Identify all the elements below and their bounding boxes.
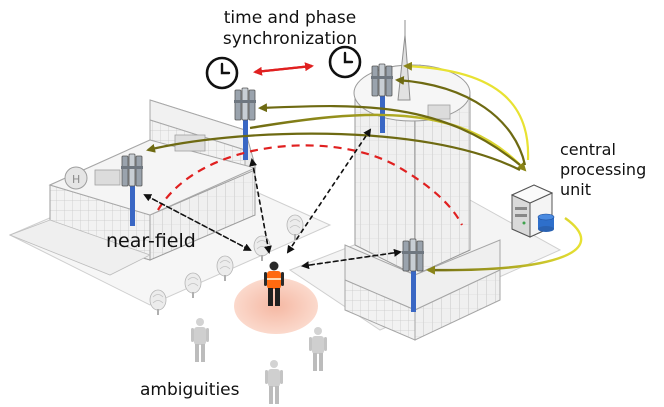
sync-label: time and phase synchronization xyxy=(190,8,390,50)
ambiguities-label: ambiguities xyxy=(140,380,240,400)
fronthaul-link xyxy=(403,61,530,161)
server-icon xyxy=(510,184,555,238)
radio-link xyxy=(286,128,372,254)
person-icon xyxy=(309,327,327,371)
cpu-label-line3: unit xyxy=(560,180,591,199)
radio-link xyxy=(301,248,402,270)
fronthaul-link xyxy=(426,217,583,275)
near-field-label: near-field xyxy=(106,230,196,252)
person-icon xyxy=(191,318,209,362)
fronthaul-link xyxy=(258,103,521,166)
clock-icon xyxy=(328,45,362,79)
antenna-panel-icon xyxy=(370,63,394,97)
antenna-panel-icon xyxy=(401,238,425,272)
access-point-1 xyxy=(120,153,144,226)
person-icon xyxy=(265,360,283,404)
clock-icon xyxy=(205,56,239,90)
sync-arrow xyxy=(253,62,314,76)
worker-person-icon xyxy=(264,261,284,306)
fronthaul-link xyxy=(395,75,527,166)
cpu-label: central processing unit xyxy=(560,140,646,200)
tree-icon xyxy=(149,289,167,316)
cpu-label-line2: processing xyxy=(560,160,647,179)
antenna-panel-icon xyxy=(120,153,144,187)
tree-icon xyxy=(184,272,202,299)
sync-label-line1: time and phase xyxy=(223,8,357,28)
radio-link xyxy=(143,194,252,251)
cpu-label-line1: central xyxy=(560,140,616,159)
access-point-4 xyxy=(401,238,425,312)
fronthaul-link xyxy=(146,132,521,171)
fronthaul-link xyxy=(249,113,527,172)
antenna-panel-icon xyxy=(233,87,257,121)
svg-text:H: H xyxy=(72,173,80,186)
access-point-3 xyxy=(370,63,394,133)
near-field-boundary xyxy=(157,144,463,226)
sync-label-line2: synchronization xyxy=(222,29,358,49)
tree-icon xyxy=(216,255,234,282)
